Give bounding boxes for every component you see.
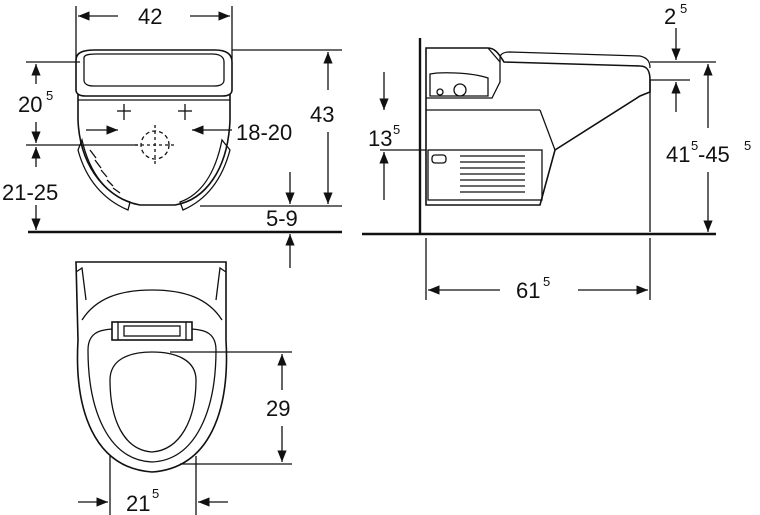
dim-width-42: 42 <box>138 4 162 29</box>
dim-depth: 61 <box>516 278 540 303</box>
side-view: 2 5 13 5 41 5 -45 5 61 5 <box>362 1 751 303</box>
dim-opening-width: 21 <box>126 491 150 515</box>
top-view: 29 21 5 <box>75 261 292 515</box>
side-tank-panel <box>427 149 543 201</box>
side-indicator <box>431 154 447 164</box>
side-control-unit <box>426 47 501 99</box>
dim-depth-sup: 5 <box>543 274 550 289</box>
dim-floor-to-fixing: 21-25 <box>2 180 58 205</box>
front-side-detail <box>77 137 131 211</box>
dim-total-height-sup1: 5 <box>691 138 698 153</box>
front-lid-inner <box>83 53 225 87</box>
dim-floor-clearance: 5-9 <box>266 206 298 231</box>
front-side-detail-right <box>179 138 231 211</box>
dim-seat-to-fixing: 20 <box>18 92 42 117</box>
dim-opening-width-sup: 5 <box>152 486 159 501</box>
top-rim <box>81 289 223 321</box>
side-buttons-panel <box>429 72 489 97</box>
top-seat-opening <box>109 351 197 453</box>
dim-opening-length: 29 <box>266 396 290 421</box>
dim-total-height-mid: -45 <box>698 142 730 167</box>
dim-height-43: 43 <box>310 102 334 127</box>
dim-total-height-base: 41 <box>666 142 690 167</box>
side-lid-top <box>499 51 651 69</box>
dim-tank-height-sup: 5 <box>393 122 400 137</box>
fixing-points <box>117 104 192 120</box>
dim-top-offset: 2 <box>664 4 676 29</box>
front-ribs <box>89 149 121 194</box>
front-bowl-body <box>77 87 231 206</box>
side-vent-grille <box>460 155 525 193</box>
side-toilet-body <box>425 47 651 206</box>
dim-top-offset-sup: 5 <box>680 1 687 16</box>
dim-fixing-spacing: 18-20 <box>236 120 292 145</box>
front-view: 42 20 5 21-25 18-20 43 5-9 <box>2 4 342 268</box>
dim-total-height-sup2: 5 <box>744 138 751 153</box>
dim-tank-height: 13 <box>368 126 392 151</box>
top-bowl-outline <box>75 261 228 473</box>
dim-seat-to-fixing-sup: 5 <box>46 88 53 103</box>
front-lid <box>75 49 233 97</box>
